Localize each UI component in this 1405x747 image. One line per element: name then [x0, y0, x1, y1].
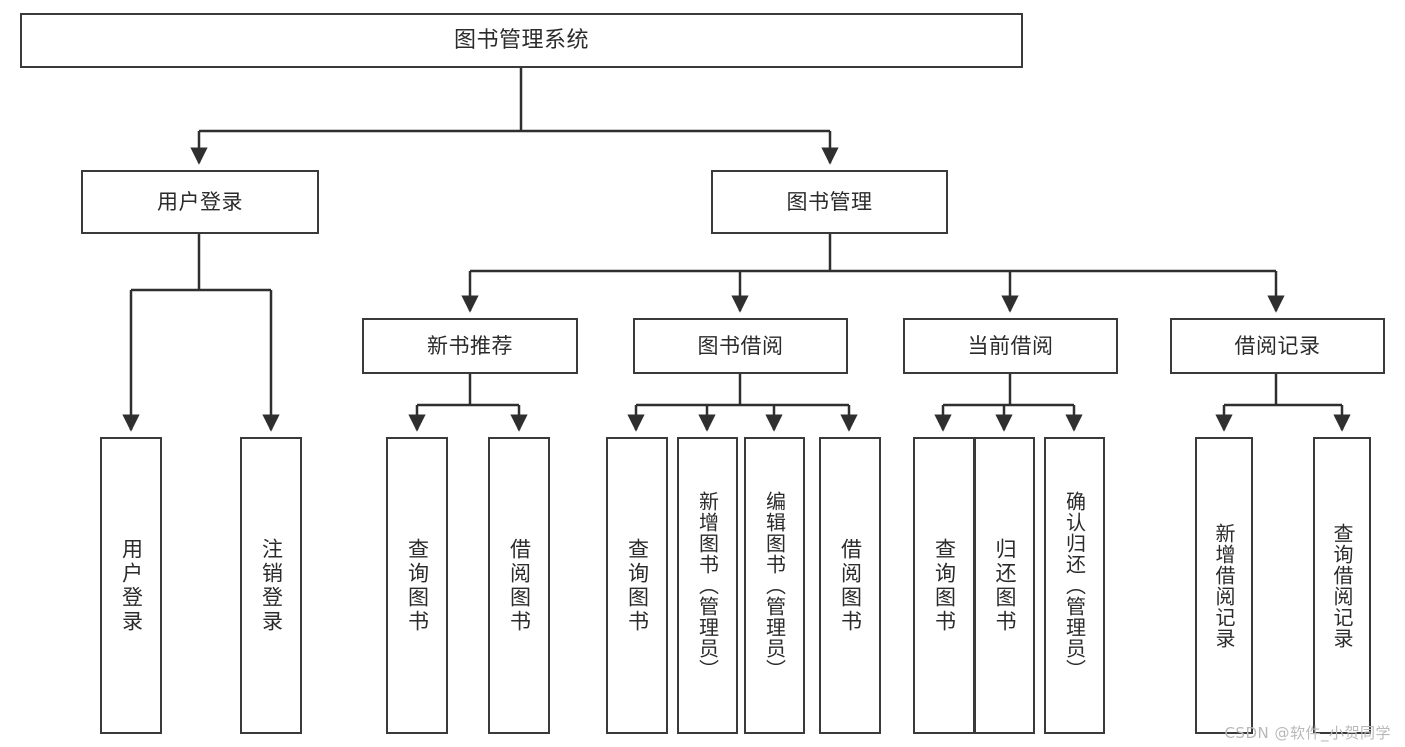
node-leaf-user-login[interactable]: 用户登录 — [100, 437, 162, 734]
node-leaf-borrow-book-2[interactable]: 借阅图书 — [819, 437, 881, 734]
node-book-admin-label: 图书管理 — [786, 189, 873, 214]
watermark-text: CSDN @软件_小贺同学 — [1224, 724, 1391, 742]
node-leaf-add-record[interactable]: 新增借阅记录 — [1195, 437, 1253, 734]
node-leaf-edit-book-label: 编辑图书（管理员） — [762, 491, 787, 680]
node-new-book-rec-label: 新书推荐 — [427, 333, 513, 358]
node-leaf-borrow-book-2-label: 借阅图书 — [838, 537, 863, 634]
node-leaf-return-book[interactable]: 归还图书 — [974, 437, 1035, 734]
node-leaf-query-book-2-label: 查询图书 — [625, 537, 650, 634]
node-current-borrow[interactable]: 当前借阅 — [903, 318, 1118, 374]
node-new-book-rec[interactable]: 新书推荐 — [362, 318, 578, 374]
node-leaf-query-record[interactable]: 查询借阅记录 — [1313, 437, 1371, 734]
node-current-borrow-label: 当前借阅 — [967, 333, 1054, 358]
node-leaf-borrow-book-1[interactable]: 借阅图书 — [488, 437, 550, 734]
node-leaf-query-book-3-label: 查询图书 — [932, 537, 957, 634]
node-leaf-query-book-1-label: 查询图书 — [405, 537, 430, 634]
node-leaf-return-book-label: 归还图书 — [993, 537, 1017, 634]
node-leaf-logout-login-label: 注销登录 — [259, 537, 284, 634]
node-root[interactable]: 图书管理系统 — [20, 13, 1023, 68]
node-book-borrow-label: 图书借阅 — [697, 333, 784, 358]
node-leaf-query-book-3[interactable]: 查询图书 — [913, 437, 975, 734]
node-leaf-add-book-label: 新增图书（管理员） — [695, 491, 720, 680]
node-leaf-logout-login[interactable]: 注销登录 — [240, 437, 302, 734]
node-user-login-label: 用户登录 — [157, 189, 243, 214]
node-book-borrow[interactable]: 图书借阅 — [633, 318, 848, 374]
node-leaf-query-record-label: 查询借阅记录 — [1330, 522, 1354, 649]
node-leaf-user-login-label: 用户登录 — [119, 537, 144, 634]
node-leaf-edit-book[interactable]: 编辑图书（管理员） — [744, 437, 805, 734]
node-leaf-confirm-return[interactable]: 确认归还（管理员） — [1044, 437, 1105, 734]
node-leaf-confirm-return-label: 确认归还（管理员） — [1062, 491, 1087, 680]
node-leaf-add-book[interactable]: 新增图书（管理员） — [677, 437, 738, 734]
node-borrow-record-label: 借阅记录 — [1234, 333, 1321, 358]
node-root-label: 图书管理系统 — [453, 27, 589, 53]
node-leaf-query-book-1[interactable]: 查询图书 — [386, 437, 448, 734]
node-borrow-record[interactable]: 借阅记录 — [1170, 318, 1385, 374]
node-book-admin[interactable]: 图书管理 — [711, 170, 948, 234]
node-leaf-add-record-label: 新增借阅记录 — [1212, 522, 1236, 649]
node-leaf-borrow-book-1-label: 借阅图书 — [507, 537, 532, 634]
node-user-login[interactable]: 用户登录 — [81, 170, 319, 234]
node-leaf-query-book-2[interactable]: 查询图书 — [606, 437, 668, 734]
